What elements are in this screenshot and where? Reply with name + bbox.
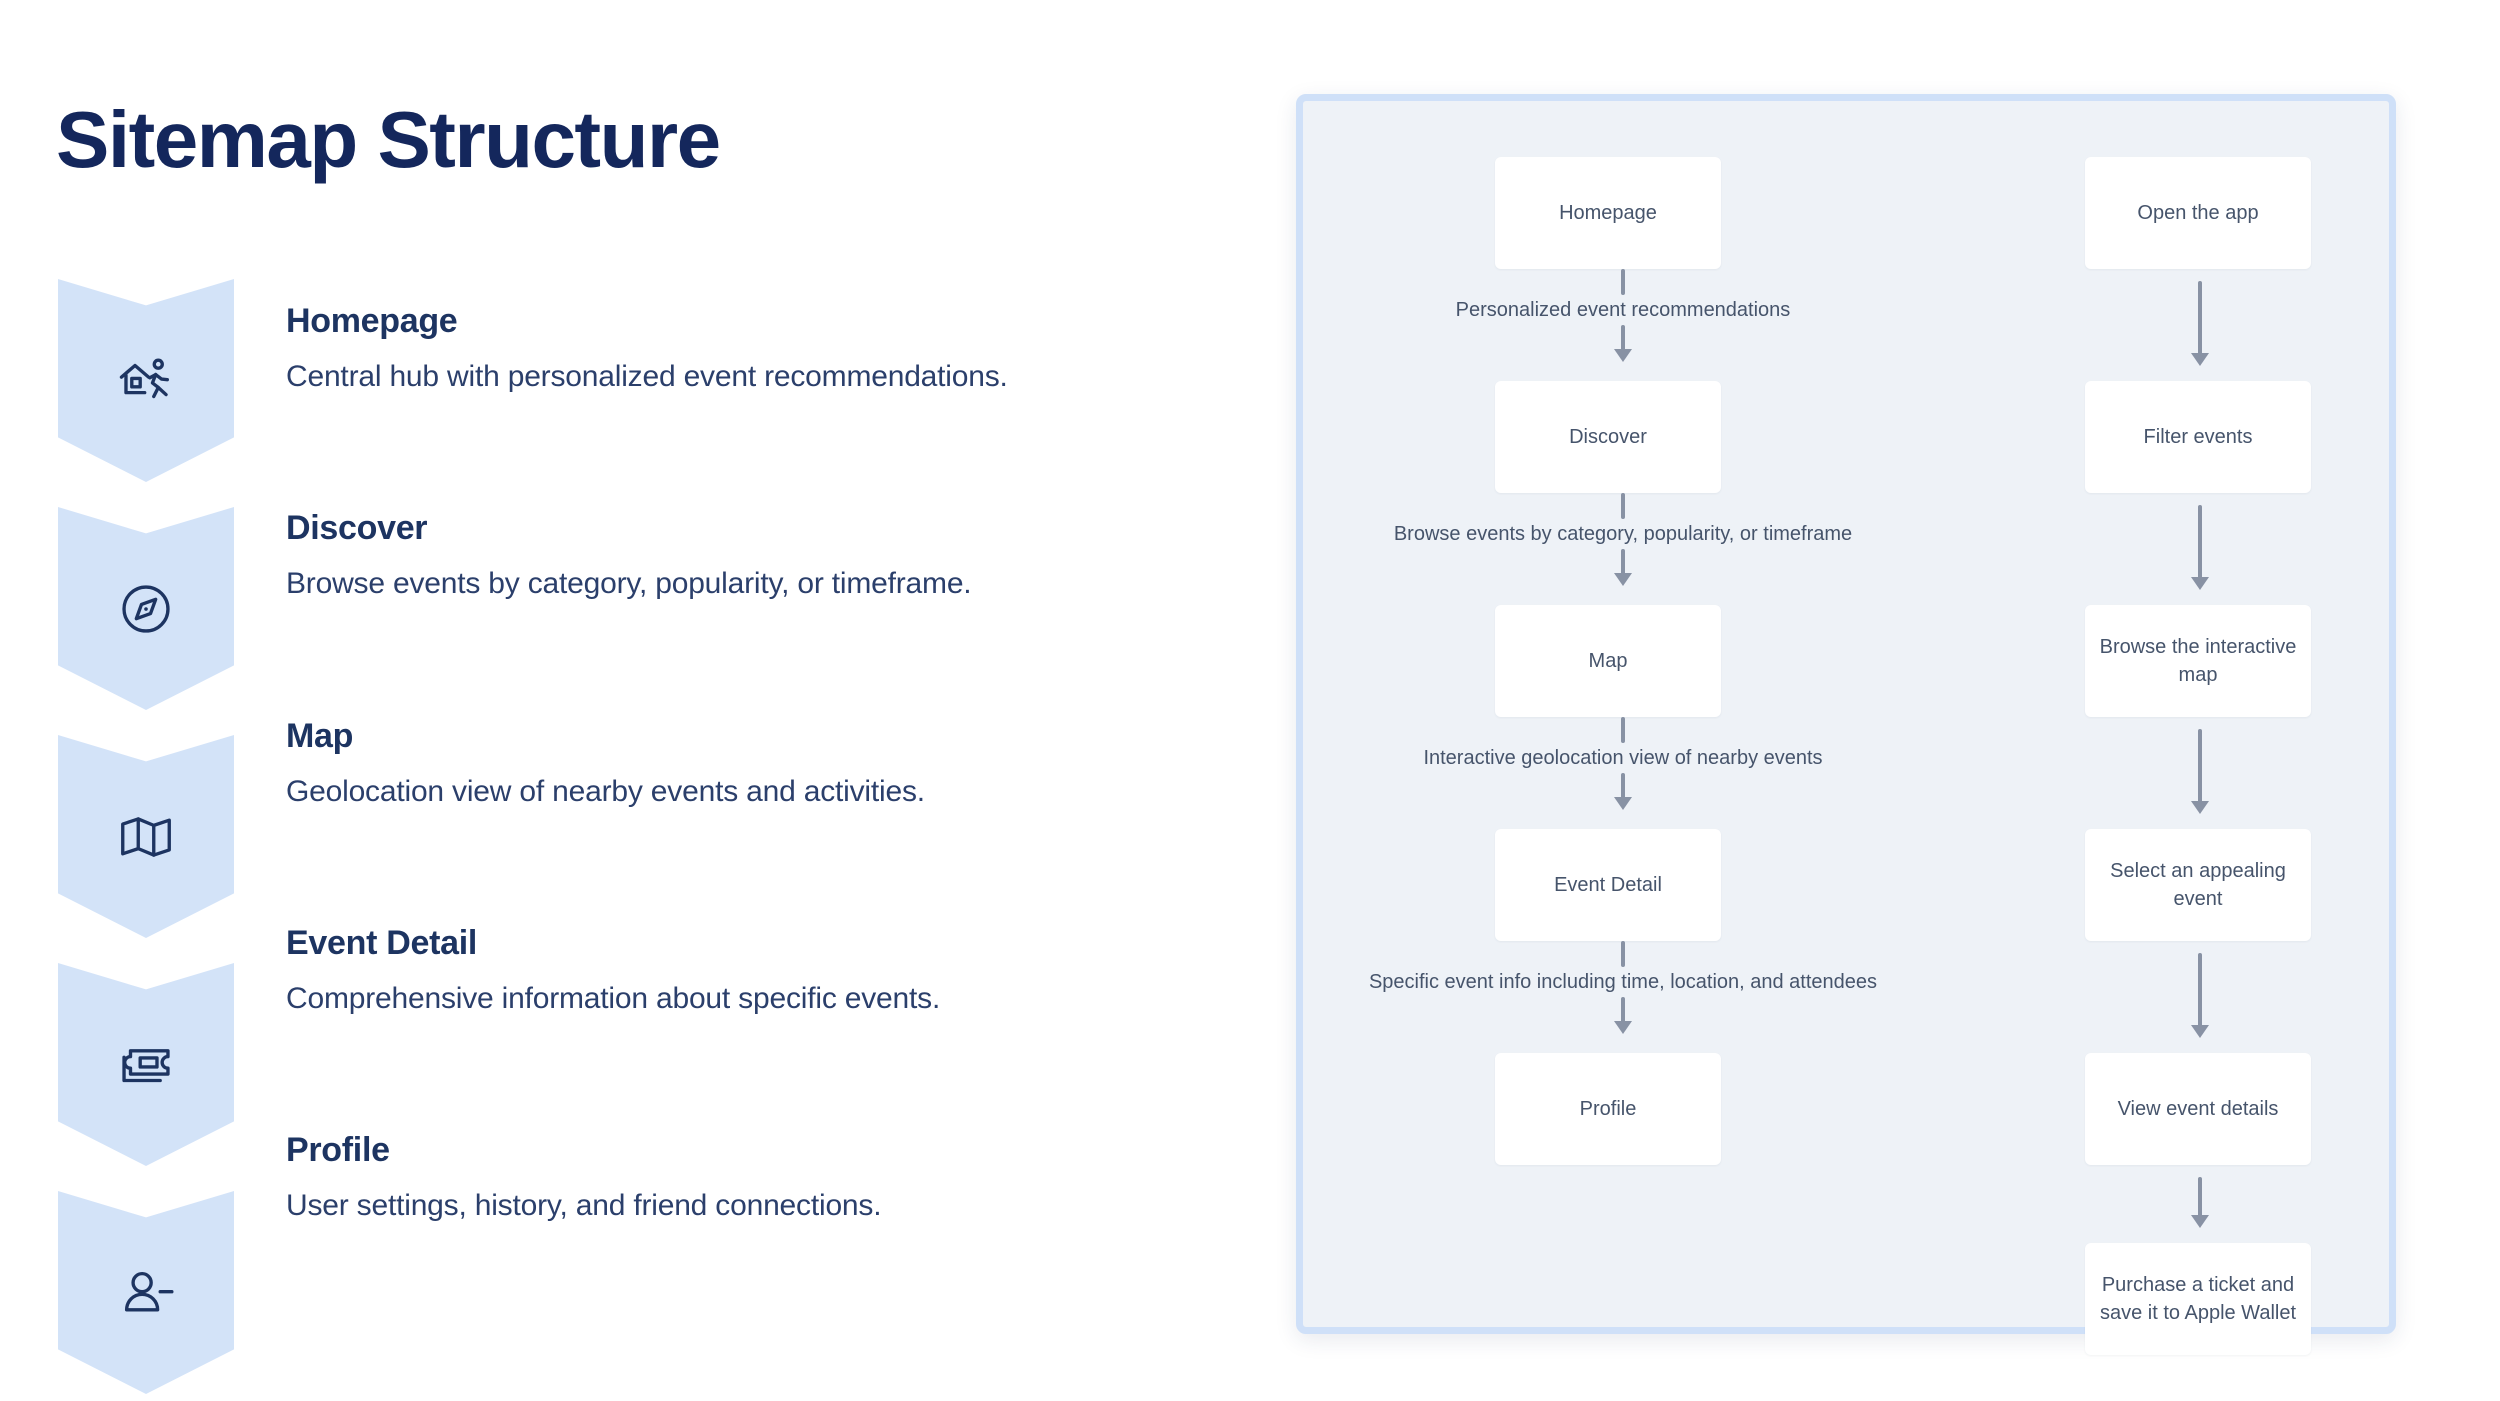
chevron-shape (58, 279, 234, 482)
flow-edge-view-purchase (2198, 1177, 2202, 1217)
compass-icon (115, 578, 177, 640)
list-item-discover: Discover Browse events by category, popu… (286, 507, 1186, 603)
flow-node-homepage[interactable]: Homepage (1495, 157, 1721, 269)
connector-arrow (1621, 549, 1625, 575)
item-description: Central hub with personalized event reco… (286, 360, 1008, 393)
flow-edge-map-event-detail: Interactive geolocation view of nearby e… (1303, 717, 1943, 815)
flow-node-profile[interactable]: Profile (1495, 1053, 1721, 1165)
item-title: Map (286, 717, 354, 755)
flow-edge-filter-browse (2198, 505, 2202, 579)
flow-edge-event-detail-profile: Specific event info including time, loca… (1303, 941, 1943, 1039)
chevron-item-map[interactable] (58, 735, 234, 938)
chevron-item-event-detail[interactable] (58, 963, 234, 1166)
connector-stub (1621, 269, 1625, 295)
chevron-shape (58, 963, 234, 1166)
flowchart-panel: Homepage Personalized event recommendati… (1296, 94, 2396, 1355)
item-description: User settings, history, and friend conne… (286, 1189, 882, 1222)
item-title: Homepage (286, 302, 458, 340)
list-item-homepage: Homepage Central hub with personalized e… (286, 300, 1186, 396)
home-run-icon (115, 350, 177, 412)
flow-node-discover[interactable]: Discover (1495, 381, 1721, 493)
chevron-shape (58, 1191, 234, 1394)
flow-edge-open-app-filter (2198, 281, 2202, 355)
connector-arrow (1621, 997, 1625, 1023)
page-title: Sitemap Structure (56, 95, 721, 184)
list-item-event-detail: Event Detail Comprehensive information a… (286, 922, 1186, 1018)
connector-arrow (1621, 325, 1625, 351)
flow-edge-label: Interactive geolocation view of nearby e… (1423, 747, 1823, 769)
connector-stub (1621, 717, 1625, 743)
flow-node-filter-events[interactable]: Filter events (2085, 381, 2311, 493)
item-description: Geolocation view of nearby events and ac… (286, 775, 925, 808)
flow-node-map[interactable]: Map (1495, 605, 1721, 717)
ticket-icon (115, 1034, 177, 1096)
map-icon (115, 806, 177, 868)
flow-node-purchase-ticket[interactable]: Purchase a ticket and save it to Apple W… (2085, 1243, 2311, 1355)
chevron-item-profile[interactable] (58, 1191, 234, 1394)
list-item-profile: Profile User settings, history, and frie… (286, 1129, 1186, 1225)
connector-stub (1621, 941, 1625, 967)
user-flow-column: Open the app Filter events Browse the in… (2003, 101, 2393, 1355)
chevron-shape (58, 735, 234, 938)
connector-stub (1621, 493, 1625, 519)
flow-edge-browse-select (2198, 729, 2202, 803)
chevron-rail (58, 279, 234, 1394)
flow-node-open-app[interactable]: Open the app (2085, 157, 2311, 269)
connector-arrow (1621, 773, 1625, 799)
chevron-item-homepage[interactable] (58, 279, 234, 482)
flow-edge-select-view (2198, 953, 2202, 1027)
flow-edge-label: Personalized event recommendations (1455, 299, 1791, 321)
flow-node-browse-map[interactable]: Browse the interactive map (2085, 605, 2311, 717)
list-item-map: Map Geolocation view of nearby events an… (286, 715, 1186, 811)
sitemap-flow-column: Homepage Personalized event recommendati… (1303, 101, 1943, 1327)
item-description: Comprehensive information about specific… (286, 982, 941, 1015)
chevron-item-discover[interactable] (58, 507, 234, 710)
flow-edge-label: Specific event info including time, loca… (1368, 971, 1878, 993)
item-title: Event Detail (286, 924, 478, 962)
flow-edge-homepage-discover: Personalized event recommendations (1303, 269, 1943, 367)
user-minus-icon (115, 1262, 177, 1324)
flow-node-select-event[interactable]: Select an appealing event (2085, 829, 2311, 941)
item-description: Browse events by category, popularity, o… (286, 567, 972, 600)
item-title: Profile (286, 1131, 390, 1169)
flow-node-view-details[interactable]: View event details (2085, 1053, 2311, 1165)
flow-node-event-detail[interactable]: Event Detail (1495, 829, 1721, 941)
flow-edge-label: Browse events by category, popularity, o… (1393, 523, 1853, 545)
flow-edge-discover-map: Browse events by category, popularity, o… (1303, 493, 1943, 591)
item-title: Discover (286, 509, 428, 547)
